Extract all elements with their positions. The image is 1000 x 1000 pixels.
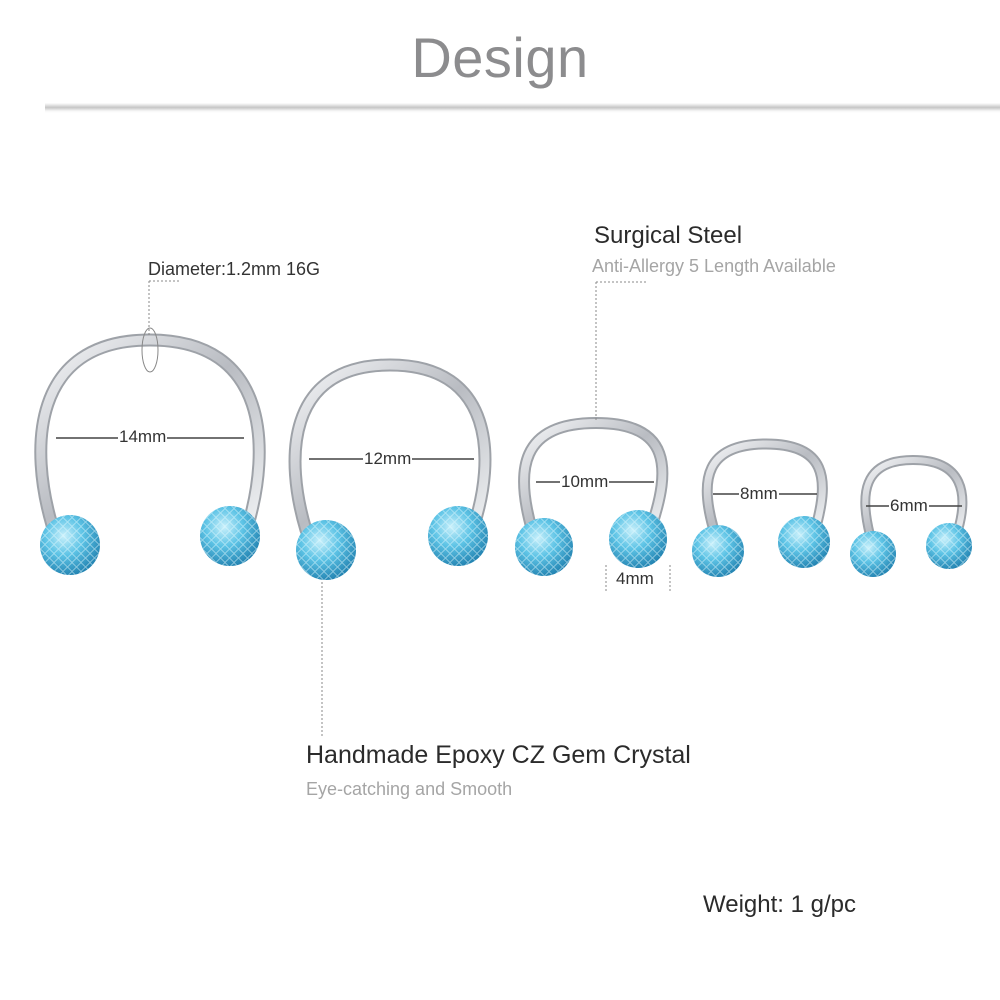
gem-ball-left xyxy=(850,531,896,577)
callout-steel-leader xyxy=(595,281,648,422)
ring-6mm xyxy=(850,454,972,577)
weight-label: Weight: 1 g/pc xyxy=(703,891,856,918)
gem-ball-left xyxy=(40,515,100,575)
gem-ball-left xyxy=(692,525,744,577)
ring-size-label: 6mm xyxy=(889,496,929,516)
ring-12mm xyxy=(288,358,492,580)
diameter-label: Diameter:1.2mm 16G xyxy=(148,259,321,279)
ring-size-label: 14mm xyxy=(118,427,168,447)
steel-title: Surgical Steel xyxy=(594,222,743,249)
ring-8mm xyxy=(692,438,830,577)
ring-size-label: 8mm xyxy=(739,484,779,504)
crystal-title: Handmade Epoxy CZ Gem Crystal xyxy=(306,741,691,769)
gem-ball-right xyxy=(200,506,260,566)
gem-ball-right xyxy=(428,506,488,566)
gem-ball-left xyxy=(515,518,573,576)
gem-ball-right xyxy=(778,516,830,568)
ring-size-label: 12mm xyxy=(363,449,413,469)
gem-ball-right xyxy=(609,510,667,568)
gem-ball-right xyxy=(926,523,972,569)
design-heading: Design xyxy=(411,26,589,89)
steel-subtitle: Anti-Allergy 5 Length Available xyxy=(592,256,836,276)
ring-size-label: 10mm xyxy=(560,472,610,492)
gem-ball-left xyxy=(296,520,356,580)
callout-diameter-leader xyxy=(148,280,180,336)
heading-divider xyxy=(45,103,1000,113)
ball-size-marker xyxy=(605,565,671,593)
ring-14mm xyxy=(34,327,266,575)
ball-size-label: 4mm xyxy=(615,569,655,589)
ring-10mm xyxy=(515,416,669,576)
crystal-subtitle: Eye-catching and Smooth xyxy=(306,779,513,799)
